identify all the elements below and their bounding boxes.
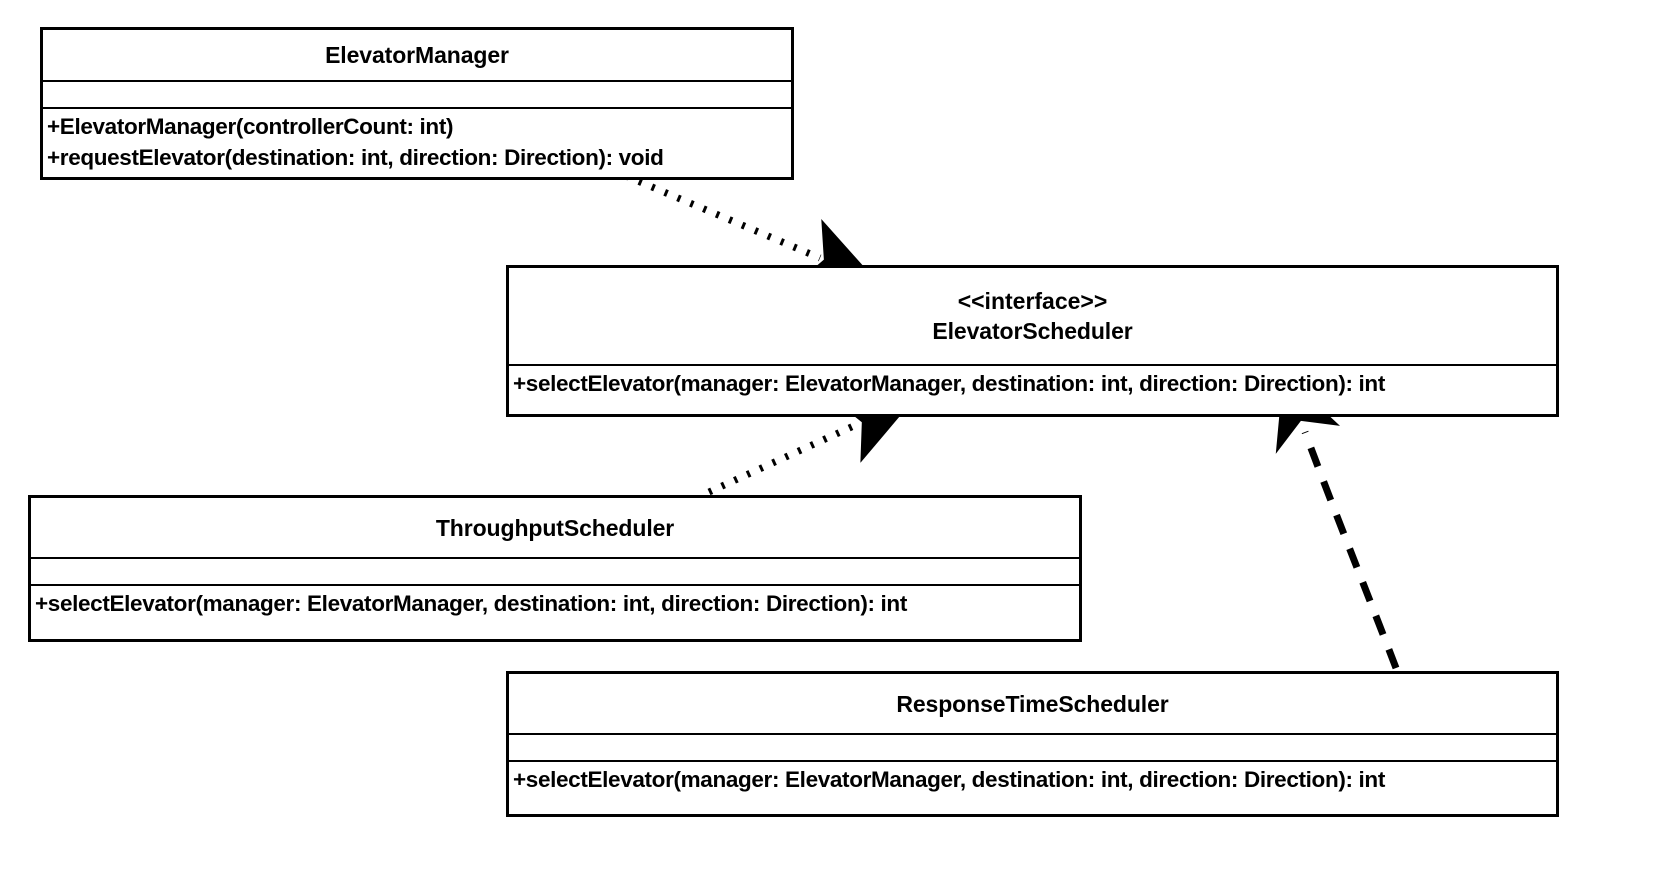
attributes-compartment	[43, 82, 791, 109]
operation-row: +selectElevator(manager: ElevatorManager…	[35, 591, 907, 616]
class-name-label: ResponseTimeScheduler	[896, 690, 1169, 717]
class-box-throughput-scheduler[interactable]: ThroughputScheduler +selectElevator(mana…	[28, 495, 1082, 642]
class-name-label: ElevatorScheduler	[932, 318, 1133, 344]
class-name-compartment: ThroughputScheduler	[31, 498, 1079, 559]
edge-realization-throughput-to-scheduler	[707, 396, 916, 496]
operations-compartment: +selectElevator(manager: ElevatorManager…	[509, 366, 1556, 414]
class-name-label: ElevatorManager	[325, 42, 509, 68]
class-name-compartment: ResponseTimeScheduler	[509, 674, 1556, 735]
edge-dependency-manager-to-scheduler	[624, 172, 879, 287]
class-box-response-time-scheduler[interactable]: ResponseTimeScheduler +selectElevator(ma…	[506, 671, 1559, 817]
operation-row: +selectElevator(manager: ElevatorManager…	[513, 371, 1385, 396]
operations-compartment: +selectElevator(manager: ElevatorManager…	[31, 586, 1079, 639]
operation-row: +requestElevator(destination: int, direc…	[47, 145, 664, 170]
operation-row: +selectElevator(manager: ElevatorManager…	[513, 767, 1385, 792]
class-name-label: ThroughputScheduler	[435, 514, 675, 541]
class-box-elevator-manager[interactable]: ElevatorManager +ElevatorManager(control…	[40, 27, 794, 180]
class-name-compartment: ElevatorManager	[43, 30, 791, 82]
edge-realization-responsetime-to-scheduler	[1275, 372, 1400, 670]
attributes-compartment	[509, 735, 1556, 762]
operations-compartment: +ElevatorManager(controllerCount: int) +…	[43, 109, 791, 177]
stereotype-label: <<interface>>	[957, 288, 1108, 314]
operation-row: +ElevatorManager(controllerCount: int)	[47, 114, 454, 139]
attributes-compartment	[31, 559, 1079, 586]
class-box-elevator-scheduler[interactable]: <<interface>> ElevatorScheduler +selectE…	[506, 265, 1559, 417]
operations-compartment: +selectElevator(manager: ElevatorManager…	[509, 762, 1556, 814]
class-name-compartment: <<interface>> ElevatorScheduler	[509, 268, 1556, 366]
